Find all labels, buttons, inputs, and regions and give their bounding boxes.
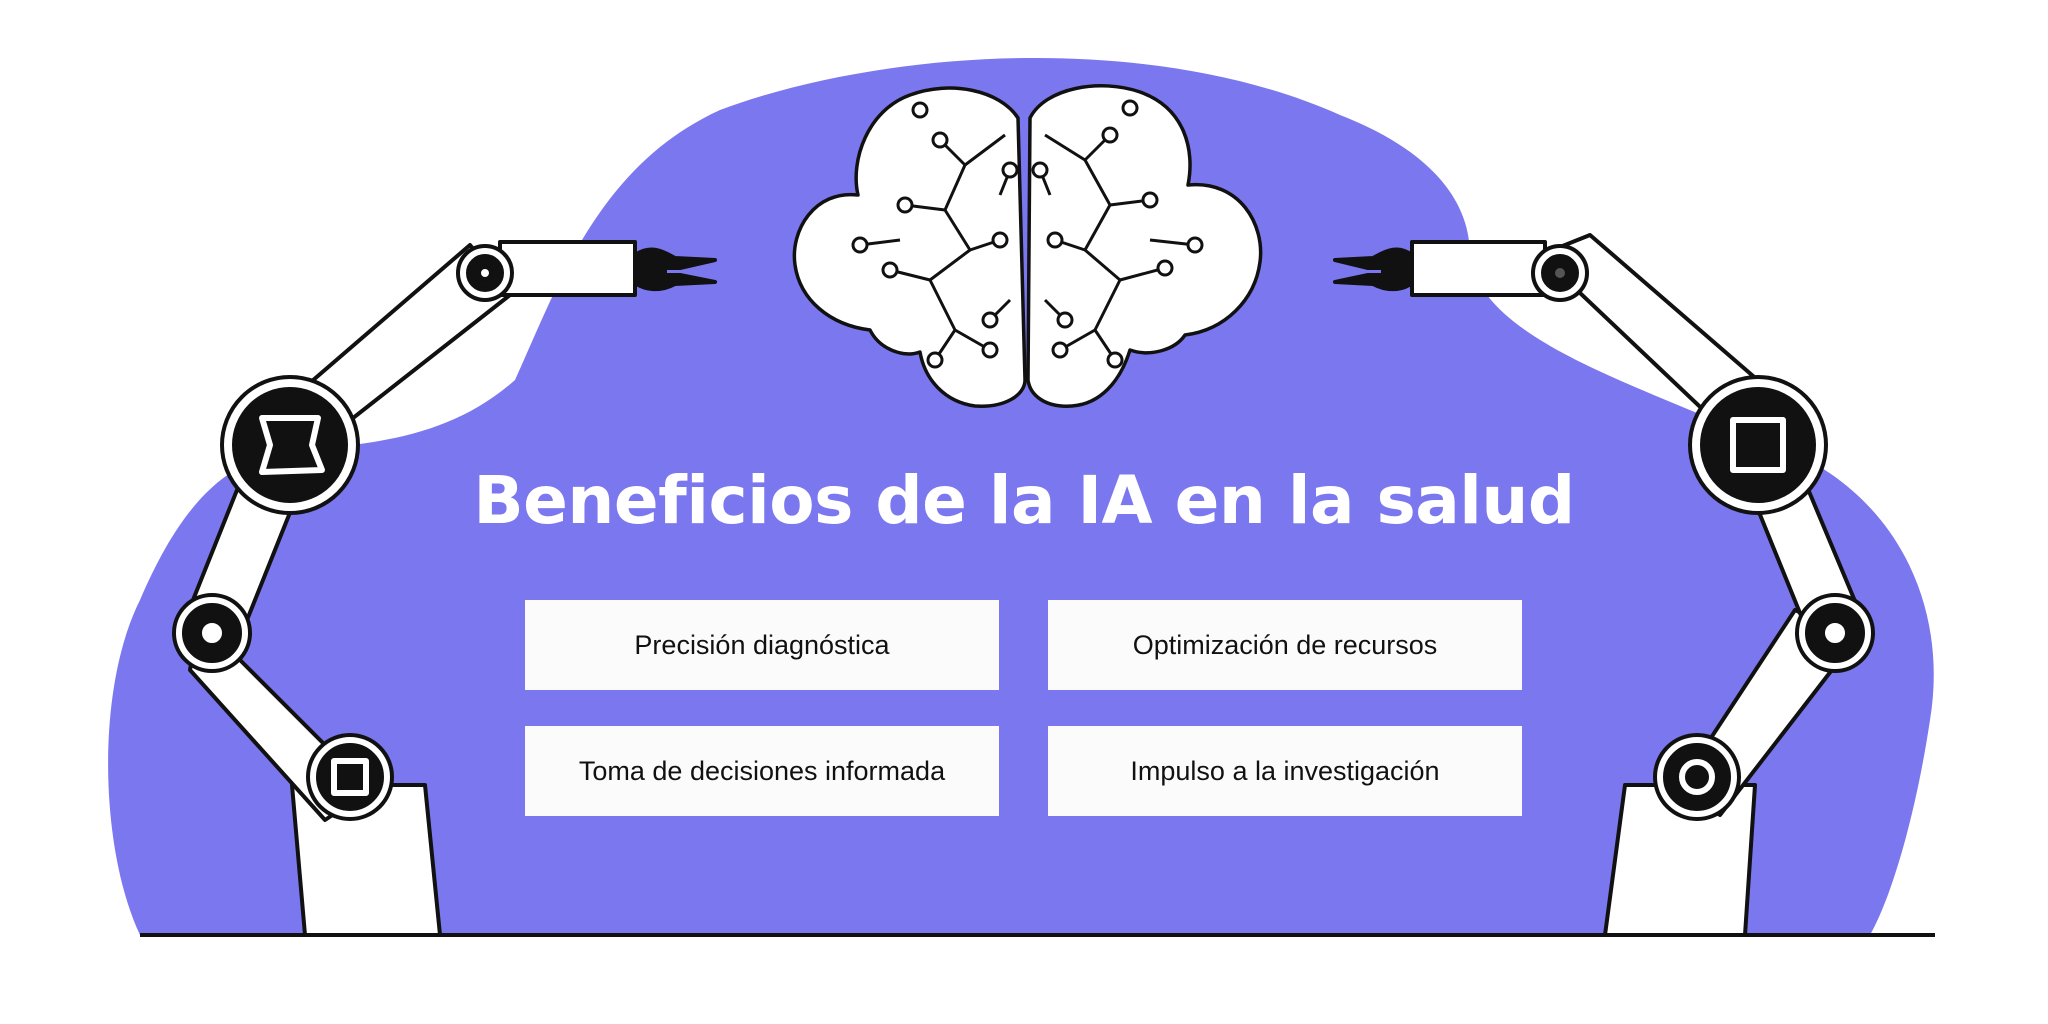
robotic-arm-left-icon (172, 240, 717, 937)
brain-circuit-icon (792, 84, 1263, 408)
page-title: Beneficios de la IA en la salud (473, 462, 1575, 539)
benefit-card-resources: Optimización de recursos (1048, 600, 1522, 690)
benefit-card-research: Impulso a la investigación (1048, 726, 1522, 816)
benefit-card-precision: Precisión diagnóstica (525, 600, 999, 690)
robotic-arm-right-icon (1333, 233, 1875, 937)
benefit-card-decisions: Toma de decisiones informada (525, 726, 999, 816)
